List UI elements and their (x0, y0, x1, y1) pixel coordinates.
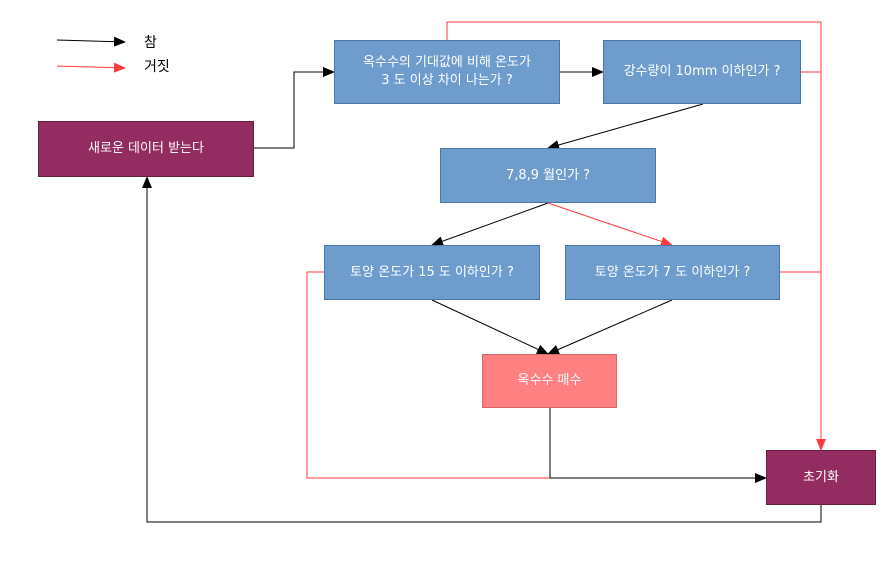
node-month: 7,8,9 월인가 ? (440, 148, 656, 203)
node-buy: 옥수수 매수 (482, 354, 617, 408)
arrow-soil7-to-buy (547, 299, 673, 355)
arrow-buy-to-init (549, 408, 767, 483)
node-new-data: 새로운 데이터 받는다 (38, 121, 254, 177)
node-init: 초기화 (766, 450, 876, 505)
legend-true-arrow (56, 36, 126, 47)
node-soil15: 토양 온도가 15 도 이하인가 ? (324, 245, 540, 300)
legend-false-arrow (56, 62, 126, 73)
arrow-soil15-false (306, 271, 550, 479)
legend-false-label: 거짓 (144, 59, 170, 75)
arrow-soil15-to-buy (431, 299, 549, 355)
arrow-month-to-soil15 (431, 202, 549, 246)
arrow-rainfall-to-month (547, 103, 704, 150)
node-temp-diff: 옥수수의 기대값에 비해 온도가 3 도 이상 차이 나는가 ? (334, 40, 560, 104)
legend-true-label: 참 (144, 35, 157, 51)
node-soil7: 토양 온도가 7 도 이하인가 ? (565, 245, 780, 300)
arrow-month-to-soil7 (547, 202, 673, 247)
arrow-newdata-to-tempdiff (254, 67, 335, 149)
node-rainfall: 강수량이 10mm 이하인가 ? (603, 40, 801, 104)
arrow-init-to-newdata (142, 176, 822, 523)
arrow-tempdiff-false (446, 21, 826, 451)
